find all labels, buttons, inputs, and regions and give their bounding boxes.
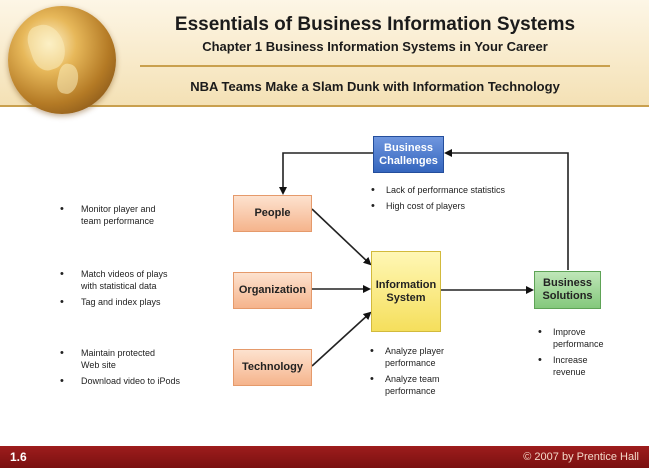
list-item: Analyze player performance [367, 345, 487, 369]
challenges-bullet-list: Lack of performance statistics High cost… [368, 184, 558, 216]
slide-number: 1.6 [10, 450, 27, 464]
slide-header: Essentials of Business Information Syste… [0, 0, 649, 114]
list-item: Lack of performance statistics [368, 184, 558, 196]
header-divider [140, 65, 610, 67]
list-item: Improve performance [535, 326, 645, 350]
arrow-technology-to-system [311, 311, 372, 367]
list-item: Tag and index plays [57, 296, 217, 308]
business-solutions-box: Business Solutions [534, 271, 601, 309]
list-item: Download video to iPods [57, 375, 217, 387]
case-title: NBA Teams Make a Slam Dunk with Informat… [190, 79, 560, 94]
technology-box: Technology [233, 349, 312, 386]
arrow-challenges-to-people [279, 152, 373, 195]
organization-box: Organization [233, 272, 312, 309]
list-item: High cost of players [368, 200, 558, 212]
technology-bullet-list: Maintain protected Web site Download vid… [57, 347, 217, 391]
people-bullet-list: Monitor player and team performance [57, 203, 217, 231]
business-challenges-box: Business Challenges [373, 136, 444, 173]
slide-footer: 1.6 © 2007 by Prentice Hall [0, 446, 649, 468]
copyright-text: © 2007 by Prentice Hall [523, 451, 639, 463]
information-system-box: Information System [371, 251, 441, 332]
arrow-solutions-to-challenges [444, 149, 569, 270]
list-item: Increase revenue [535, 354, 645, 378]
list-item: Monitor player and team performance [57, 203, 217, 227]
system-bullet-list: Analyze player performance Analyze team … [367, 345, 487, 401]
globe-icon [8, 6, 116, 114]
list-item: Analyze team performance [367, 373, 487, 397]
solutions-bullet-list: Improve performance Increase revenue [535, 326, 645, 382]
list-item: Maintain protected Web site [57, 347, 217, 371]
chapter-title: Chapter 1 Business Information Systems i… [202, 39, 548, 54]
list-item: Match videos of plays with statistical d… [57, 268, 217, 292]
book-title: Essentials of Business Information Syste… [174, 14, 576, 35]
organization-bullet-list: Match videos of plays with statistical d… [57, 268, 217, 312]
people-box: People [233, 195, 312, 232]
arrow-people-to-system [311, 208, 372, 266]
